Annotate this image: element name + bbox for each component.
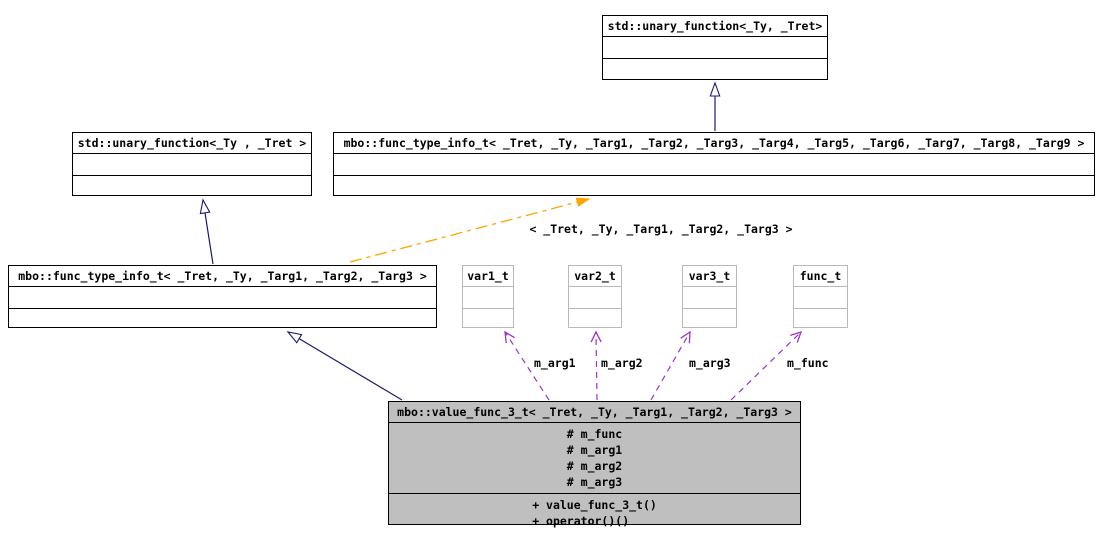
class-title: std::unary_function<_Ty, _Tret> [603,16,827,37]
class-title: func_t [794,266,847,287]
edge-label-m-arg3: m_arg3 [689,356,731,370]
edge-label-m-arg2: m_arg2 [601,356,643,370]
attributes-compartment [463,287,513,309]
class-title: var2_t [569,266,621,287]
class-node-var3-t: var3_t [682,265,737,328]
class-title: mbo::func_type_info_t< _Tret, _Ty, _Targ… [9,266,436,287]
attribute-m-arg3: # m_arg3 [566,475,623,489]
class-title: var1_t [463,266,513,287]
edge-label-m-arg1: m_arg1 [534,356,576,370]
usage-edge-m-arg2 [590,330,602,401]
attribute-m-arg1: # m_arg1 [566,443,623,457]
attributes-compartment [603,37,827,59]
class-node-std-unary-function-left[interactable]: std::unary_function<_Ty , _Tret > [72,132,312,196]
attributes-compartment [794,287,847,309]
usage-edge-m-arg1 [504,330,550,401]
attributes-compartment [569,287,621,309]
template-instantiation-edge [349,197,591,263]
usage-edge-m-arg3 [650,330,691,401]
attributes-compartment: # m_func # m_arg1 # m_arg2 # m_arg3 [389,423,800,494]
class-node-value-func-3-t: mbo::value_func_3_t< _Tret, _Ty, _Targ1,… [388,401,801,528]
attribute-m-func: # m_func [566,427,623,441]
attributes-compartment [683,287,736,309]
edge-label-template-args: < _Tret, _Ty, _Targ1, _Targ2, _Targ3 > [529,222,793,236]
class-title: mbo::value_func_3_t< _Tret, _Ty, _Targ1,… [389,402,800,423]
class-node-var1-t: var1_t [462,265,514,328]
inheritance-edge-valuefunc-to-functypeinfo [286,331,403,401]
usage-edge-m-func [730,330,803,401]
class-node-var2-t: var2_t [568,265,622,328]
class-node-func-t: func_t [793,265,848,328]
method-operator-call: + operator()() [532,514,630,528]
attribute-m-arg2: # m_arg2 [566,459,623,473]
methods-compartment: + value_func_3_t() + operator()() [389,494,800,529]
class-title: std::unary_function<_Ty , _Tret > [73,133,311,154]
inheritance-edge-functypeinfo-to-unaryfunction [199,198,214,265]
class-title: var3_t [683,266,736,287]
attributes-compartment [334,154,1094,176]
edge-label-m-func: m_func [787,356,829,370]
class-node-func-type-info[interactable]: mbo::func_type_info_t< _Tret, _Ty, _Targ… [8,265,437,328]
class-node-std-unary-function-top[interactable]: std::unary_function<_Ty, _Tret> [602,15,828,80]
attributes-compartment [9,287,436,309]
attributes-compartment [73,154,311,176]
class-title: mbo::func_type_info_t< _Tret, _Ty, _Targ… [334,133,1094,154]
class-node-func-type-info-targ9[interactable]: mbo::func_type_info_t< _Tret, _Ty, _Targ… [333,132,1095,196]
method-constructor: + value_func_3_t() [532,498,657,512]
